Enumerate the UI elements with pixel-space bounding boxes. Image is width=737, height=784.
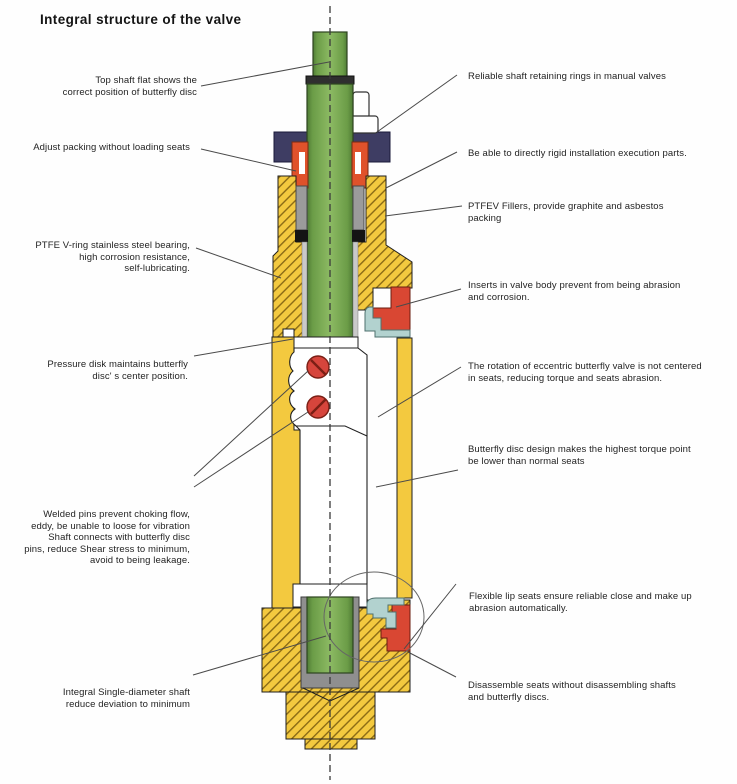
- leader-welded-pins-1: [193, 370, 309, 477]
- label-disassemble: Disassemble seats without disassembling …: [468, 680, 676, 703]
- leader-pressure-disk: [193, 338, 294, 357]
- leader-rigid-install: [385, 151, 458, 189]
- label-top-shaft-flat: Top shaft flat shows the correct positio…: [62, 75, 197, 98]
- disc-hub-line: [296, 425, 368, 437]
- seat-assembly-top: [364, 286, 411, 338]
- label-rigid-install: Be able to directly rigid installation e…: [468, 148, 687, 159]
- body-right-column: [396, 337, 413, 599]
- detail-circle: [323, 571, 425, 663]
- label-adjust-packing: Adjust packing without loading seats: [33, 142, 190, 153]
- packing-ring-left: [295, 230, 308, 242]
- leader-retaining-rings: [376, 74, 458, 133]
- lip-seal-bottom: [366, 597, 405, 629]
- label-eccentric: The rotation of eccentric butterfly valv…: [468, 361, 702, 384]
- label-integral-shaft: Integral Single-diameter shaft reduce de…: [62, 687, 190, 710]
- leader-lines: [192, 61, 463, 678]
- label-pressure-disk: Pressure disk maintains butterfly disc' …: [47, 359, 188, 382]
- retaining-nut-upper: [352, 91, 370, 119]
- leader-top-shaft-flat: [200, 61, 330, 87]
- pressure-disk-tab: [282, 328, 295, 338]
- leader-inserts: [395, 288, 462, 308]
- leader-integral-shaft: [192, 635, 327, 676]
- seat-assembly-bottom: [366, 597, 411, 652]
- bottom-boss: [304, 738, 358, 750]
- label-ptfe-v-ring: PTFE V-ring stainless steel bearing, hig…: [35, 240, 190, 274]
- packing-set: [295, 185, 365, 338]
- packing-ring-right: [352, 230, 365, 242]
- label-welded-pins: Welded pins prevent choking flow, eddy, …: [24, 509, 190, 566]
- leader-disassemble: [407, 651, 457, 678]
- label-inserts: Inserts in valve body prevent from being…: [468, 280, 681, 303]
- leader-ptfev-fillers: [384, 205, 463, 217]
- leader-welded-pins-2: [193, 411, 309, 488]
- label-ptfev-fillers: PTFEV Fillers, provide graphite and asbe…: [468, 201, 664, 224]
- leader-adjust-packing: [200, 148, 297, 172]
- label-disc-design: Butterfly disc design makes the highest …: [468, 444, 691, 467]
- leader-disc-design: [375, 469, 459, 488]
- lip-seal-top: [364, 306, 411, 338]
- leader-ptfe-v-ring: [195, 247, 282, 279]
- pressure-disk: [293, 336, 359, 349]
- label-flexible-seats: Flexible lip seats ensure reliable close…: [469, 591, 692, 614]
- leader-eccentric: [377, 366, 462, 418]
- taper-pins: [306, 355, 330, 419]
- leader-flexible-seats: [403, 583, 457, 650]
- page-title: Integral structure of the valve: [40, 12, 242, 27]
- label-retaining-rings: Reliable shaft retaining rings in manual…: [468, 71, 666, 82]
